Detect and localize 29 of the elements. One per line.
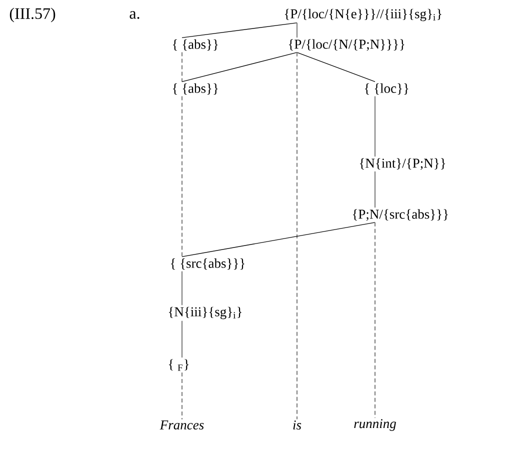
example-label: a. <box>130 11 140 19</box>
category-label: { {abs}} <box>172 39 218 51</box>
word: Frances <box>160 420 204 430</box>
connector-line <box>374 171 376 208</box>
category-label: { $_{F}$} <box>168 359 189 371</box>
connector-line <box>374 222 376 418</box>
connector-line <box>181 271 183 306</box>
category-label: {P/{loc/{N{e}}}//{iii}{sg}$_{i}$} <box>284 8 442 22</box>
word: is <box>293 420 302 430</box>
connector-line <box>181 52 183 82</box>
category-label: { {abs}} <box>172 83 218 95</box>
connector-line <box>181 320 183 358</box>
word: running <box>354 419 396 431</box>
connector-line <box>182 222 376 258</box>
connector-line <box>182 22 298 38</box>
category-label: { {loc}} <box>364 83 408 95</box>
connector-line <box>296 52 298 420</box>
connector-line <box>296 52 376 82</box>
connector-line <box>181 96 183 257</box>
connector-line <box>374 96 376 157</box>
connector-line <box>296 22 298 38</box>
category-label: {P;N/{src{abs}}} <box>352 209 448 221</box>
category-label: {P/{loc/{N/{P;N}}}} <box>288 39 404 51</box>
category-label: {N{iii}{sg}$_{i}$} <box>168 306 242 320</box>
category-label: { {src{abs}}} <box>170 258 244 270</box>
example-label: (III.57) <box>10 8 56 22</box>
category-label: {N{int}/{P;N}} <box>360 158 446 170</box>
connector-line <box>181 372 183 420</box>
connector-line <box>182 52 298 82</box>
